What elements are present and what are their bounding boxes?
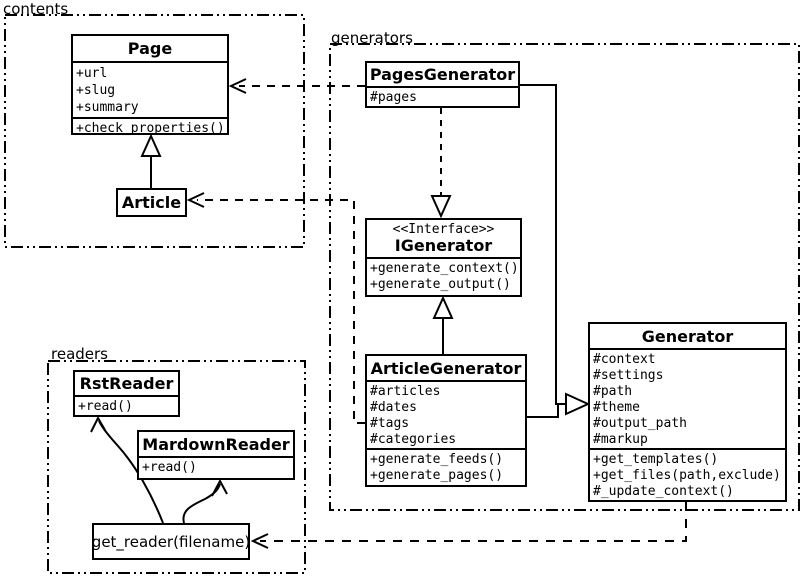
class-attributes-articlegenerator: #articles#dates#tags#categories: [367, 382, 525, 450]
package-label-contents: contents: [3, 0, 69, 18]
class-methods-generator: +get_templates()+get_files(path,exclude)…: [590, 450, 785, 502]
package-label-generators: generators: [331, 29, 413, 47]
method: +get_templates(): [593, 452, 719, 467]
method: +generate_feeds(): [370, 452, 504, 467]
class-igenerator: <<Interface>> IGenerator +generate_conte…: [365, 218, 522, 297]
dependency-arrow-pagesgenerator-to-page: [228, 78, 365, 94]
class-attributes-pagesgenerator: #pages: [367, 88, 518, 108]
dependency-arrow-articlegenerator-to-article: [186, 192, 365, 424]
reference-arrow-get-reader-to-mardownreader: [182, 478, 228, 524]
class-name-generator: Generator: [590, 324, 785, 350]
class-page: Page +url +slug +summary +check_properties…: [71, 34, 229, 136]
class-methods-page: +check_properties(): [73, 119, 227, 139]
realization-arrow-pagesgenerator-to-igenerator: [430, 108, 452, 219]
class-methods-mardownreader: +read(): [139, 458, 293, 478]
package-generators-border: [329, 43, 800, 511]
class-attributes-generator: #context#settings#path#theme#output_path…: [590, 350, 785, 450]
attribute: #pages: [370, 90, 417, 105]
class-attributes-page: +url +slug +summary: [73, 63, 227, 119]
class-pagesgenerator: PagesGenerator #pages: [365, 61, 520, 108]
attribute: #markup: [593, 432, 648, 447]
class-name-pagesgenerator: PagesGenerator: [367, 63, 518, 88]
stereotype-interface: <<Interface>>: [392, 222, 495, 237]
attribute: #output_path: [593, 416, 687, 431]
class-articlegenerator: ArticleGenerator #articles#dates#tags#ca…: [365, 354, 527, 487]
method: +generate_pages(): [370, 468, 504, 483]
class-rstreader: RstReader +read(): [73, 370, 180, 417]
method: +check_properties(): [76, 121, 225, 136]
reference-arrow-get-reader-to-rstreader: [90, 415, 164, 524]
class-name-rstreader: RstReader: [75, 372, 178, 397]
class-name-article: Article: [121, 193, 182, 212]
attribute: #tags: [370, 416, 410, 431]
method: +read(): [78, 399, 133, 414]
function-node-get-reader: get_reader(filename): [92, 523, 250, 560]
class-article: Article: [116, 188, 187, 217]
attribute: #settings: [593, 368, 664, 383]
method: #_update_context(): [593, 484, 734, 499]
attribute: #articles: [370, 384, 441, 399]
package-readers-border: [47, 360, 306, 574]
class-name-page: Page: [73, 36, 227, 63]
class-methods-igenerator: +generate_context()+generate_output(): [367, 259, 520, 295]
attribute: +url: [76, 66, 108, 81]
method: +read(): [142, 460, 197, 475]
attribute: #categories: [370, 432, 457, 447]
attribute: #dates: [370, 400, 417, 415]
method: +get_files(path,exclude): [593, 468, 781, 483]
class-methods-rstreader: +read(): [75, 397, 178, 417]
attribute: +slug: [76, 83, 116, 98]
class-name-mardownreader: MardownReader: [139, 432, 293, 458]
class-name-igenerator: <<Interface>> IGenerator: [367, 220, 520, 259]
inheritance-arrow-article-to-page: [140, 133, 162, 188]
realization-arrow-articlegenerator-to-igenerator: [432, 295, 454, 354]
dependency-arrow-generator-to-get-reader: [250, 502, 687, 549]
attribute: +summary: [76, 100, 139, 115]
class-generator: Generator #context#settings#path#theme#o…: [588, 322, 787, 502]
package-contents-border: [4, 14, 305, 248]
attribute: #context: [593, 352, 656, 367]
attribute: #theme: [593, 400, 640, 415]
inheritance-arrow-to-generator: [520, 84, 591, 418]
method: +generate_context(): [370, 261, 519, 276]
class-mardownreader: MardownReader +read(): [137, 430, 295, 480]
method: +generate_output(): [370, 277, 511, 292]
class-name-articlegenerator: ArticleGenerator: [367, 356, 525, 382]
attribute: #path: [593, 384, 633, 399]
class-methods-articlegenerator: +generate_feeds()+generate_pages(): [367, 450, 525, 486]
package-label-readers: readers: [51, 345, 108, 363]
